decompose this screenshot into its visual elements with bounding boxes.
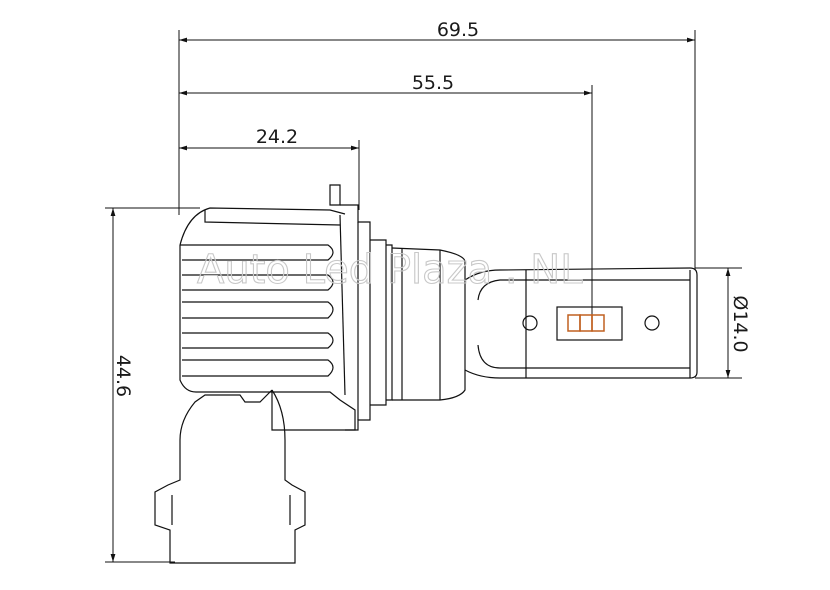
chip-housing: [556, 306, 623, 341]
diameter-label: Ø14.0: [729, 295, 751, 352]
base-length-label: 24.2: [256, 126, 298, 148]
led-head: [477, 267, 698, 379]
bulb-neck: [391, 247, 501, 401]
connector-base: [154, 389, 306, 564]
watermark-text: Auto Led Plaza . NL: [197, 247, 583, 293]
led-chip: [567, 314, 605, 332]
height-label: 44.6: [112, 355, 134, 397]
dimension-diameter: Ø14.0: [695, 267, 751, 379]
heat-sink: [179, 207, 356, 431]
dimension-overall-length: 69.5: [178, 19, 696, 270]
length-to-chip-label: 55.5: [412, 72, 454, 94]
dimension-length-to-chip: 55.5: [179, 72, 593, 318]
mount-hole-right: [644, 315, 660, 331]
locking-collar: [329, 184, 393, 431]
overall-length-label: 69.5: [437, 19, 479, 41]
dimension-height: 44.6: [105, 207, 200, 563]
dimension-base-length: 24.2: [179, 126, 360, 210]
mount-hole-left: [522, 315, 538, 331]
